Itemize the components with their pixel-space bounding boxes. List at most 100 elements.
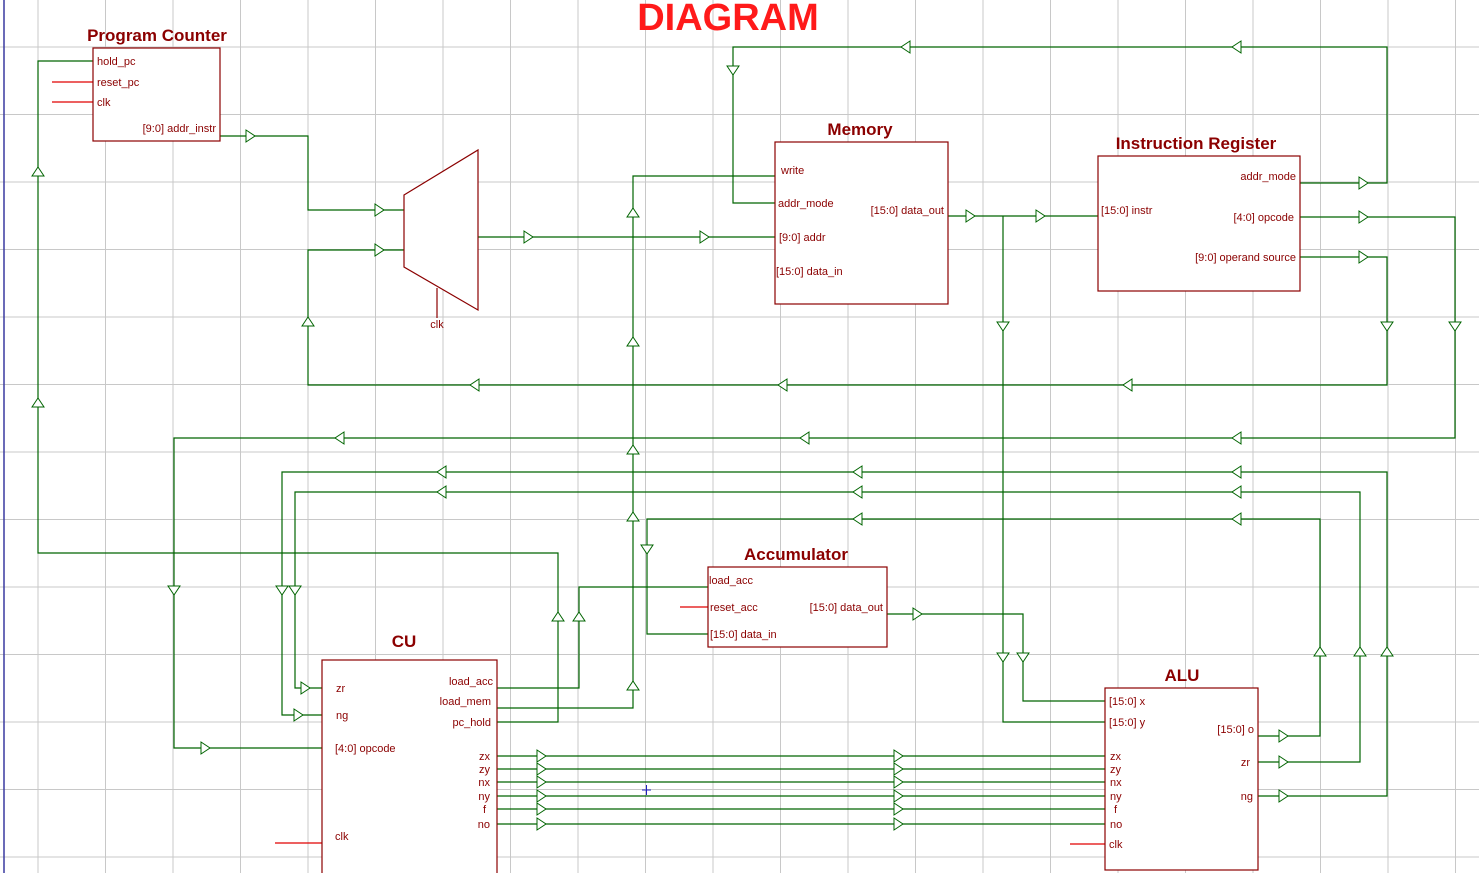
wire-arrow	[536, 762, 547, 776]
wire-arrow	[996, 652, 1010, 663]
ir-instr-port: [15:0] instr	[1101, 205, 1153, 217]
cu-load-mem-port: load_mem	[440, 696, 491, 708]
program-counter-title: Program Counter	[87, 26, 227, 45]
acc-data-in-port: [15:0] data_in	[710, 629, 777, 641]
alu-ng-port: ng	[1241, 791, 1253, 803]
wire-arrow	[1035, 209, 1046, 223]
wire-arrow	[536, 817, 547, 831]
wire-arrow	[293, 708, 304, 722]
crosshair-cursor	[642, 785, 651, 795]
accumulator-title: Accumulator	[744, 545, 848, 564]
wire-operand-feedback	[307, 249, 1388, 386]
wire-arrow	[996, 321, 1010, 332]
wire-arrow	[1231, 431, 1242, 445]
acc-reset-port: reset_acc	[710, 602, 758, 614]
wire-arrow	[852, 485, 863, 499]
instruction-register-block: Instruction Register [15:0] instr addr_m…	[1097, 134, 1301, 292]
wire-acc-to-alu-x	[887, 613, 1105, 702]
wire-arrow	[1448, 321, 1462, 332]
wire-arrow	[1380, 646, 1394, 657]
alu-clk-port: clk	[1109, 839, 1123, 851]
wire-addr-mode	[732, 46, 1388, 204]
mux-clk-label: clk	[430, 319, 444, 331]
wire-arrow	[374, 203, 385, 217]
wire-arrow	[893, 762, 904, 776]
program-counter-block: Program Counter hold_pc reset_pc clk [9:…	[87, 26, 227, 142]
wire-arrow	[626, 336, 640, 347]
mux-shape	[403, 148, 479, 312]
wire-arrow	[777, 378, 788, 392]
wire-arrow	[551, 611, 565, 622]
alu-no-port: no	[1110, 819, 1122, 831]
wire-direction-arrows	[31, 40, 1462, 831]
wire-arrow	[523, 230, 534, 244]
memory-addr-mode-port: addr_mode	[778, 198, 834, 210]
wire-arrow	[245, 129, 256, 143]
wire-arrow	[893, 817, 904, 831]
alu-o-port: [15:0] o	[1217, 724, 1254, 736]
cu-zx-port: zx	[479, 751, 491, 763]
ir-opcode-port: [4:0] opcode	[1233, 212, 1294, 224]
wire-arrow	[1358, 176, 1369, 190]
wire-arrow	[288, 585, 302, 596]
wire-ng	[281, 471, 1388, 797]
memory-data-out-port: [15:0] data_out	[871, 205, 944, 217]
cu-block: CU zr ng [4:0] opcode clk load_acc load_…	[321, 632, 498, 873]
cu-f-port: f	[483, 804, 487, 816]
ir-addr-mode-port: addr_mode	[1240, 171, 1296, 183]
alu-zy-port: zy	[1110, 764, 1122, 776]
wire-arrow	[1122, 378, 1133, 392]
wire-arrow	[1353, 646, 1367, 657]
wire-arrow	[436, 485, 447, 499]
alu-nx-port: nx	[1110, 777, 1122, 789]
wire-load-mem	[497, 175, 775, 709]
wire-pc-hold	[37, 60, 559, 723]
cu-no-port: no	[478, 819, 490, 831]
wire-arrow	[1231, 512, 1242, 526]
pc-clk-port: clk	[97, 97, 111, 109]
wire-arrow	[1016, 652, 1030, 663]
wire-alu-o-to-acc	[646, 518, 1321, 737]
wire-arrow	[1231, 40, 1242, 54]
wire-arrow	[699, 230, 710, 244]
wire-arrow	[626, 511, 640, 522]
wire-arrow	[334, 431, 345, 445]
wire-arrow	[300, 681, 311, 695]
alu-block: ALU [15:0] x [15:0] y zx zy nx ny f no c…	[1104, 666, 1259, 871]
cu-title: CU	[392, 632, 417, 651]
instruction-register-title: Instruction Register	[1116, 134, 1277, 153]
wire-arrow	[1278, 729, 1289, 743]
wire-arrow	[536, 789, 547, 803]
alu-zx-port: zx	[1110, 751, 1122, 763]
cu-load-acc-port: load_acc	[449, 676, 494, 688]
pc-hold-port: hold_pc	[97, 56, 136, 68]
alu-y-port: [15:0] y	[1109, 717, 1146, 729]
wire-opcode	[173, 216, 1456, 749]
ir-operand-source-port: [9:0] operand source	[1195, 252, 1296, 264]
wire-arrow	[200, 741, 211, 755]
wire-arrow	[374, 243, 385, 257]
wire-arrow	[572, 611, 586, 622]
wire-arrow	[436, 465, 447, 479]
alu-title: ALU	[1165, 666, 1200, 685]
alu-x-port: [15:0] x	[1109, 696, 1146, 708]
pc-reset-port: reset_pc	[97, 77, 140, 89]
wire-arrow	[852, 465, 863, 479]
alu-f-port: f	[1114, 804, 1118, 816]
wire-arrow	[852, 512, 863, 526]
wire-arrow	[536, 775, 547, 789]
unconnected-stubs	[52, 81, 1105, 845]
mux-block: clk	[403, 148, 479, 331]
wire-arrow	[893, 789, 904, 803]
wire-arrow	[1358, 210, 1369, 224]
cu-pc-hold-port: pc_hold	[452, 717, 491, 729]
memory-addr-port: [9:0] addr	[779, 232, 826, 244]
wire-mem-to-alu-y	[1002, 216, 1105, 723]
pc-addr-instr-port: [9:0] addr_instr	[143, 123, 217, 135]
wire-arrow	[469, 378, 480, 392]
cu-clk-port: clk	[335, 831, 349, 843]
wire-arrow	[536, 802, 547, 816]
wire-arrow	[626, 207, 640, 218]
memory-block: Memory write addr_mode [9:0] addr [15:0]…	[774, 120, 949, 305]
